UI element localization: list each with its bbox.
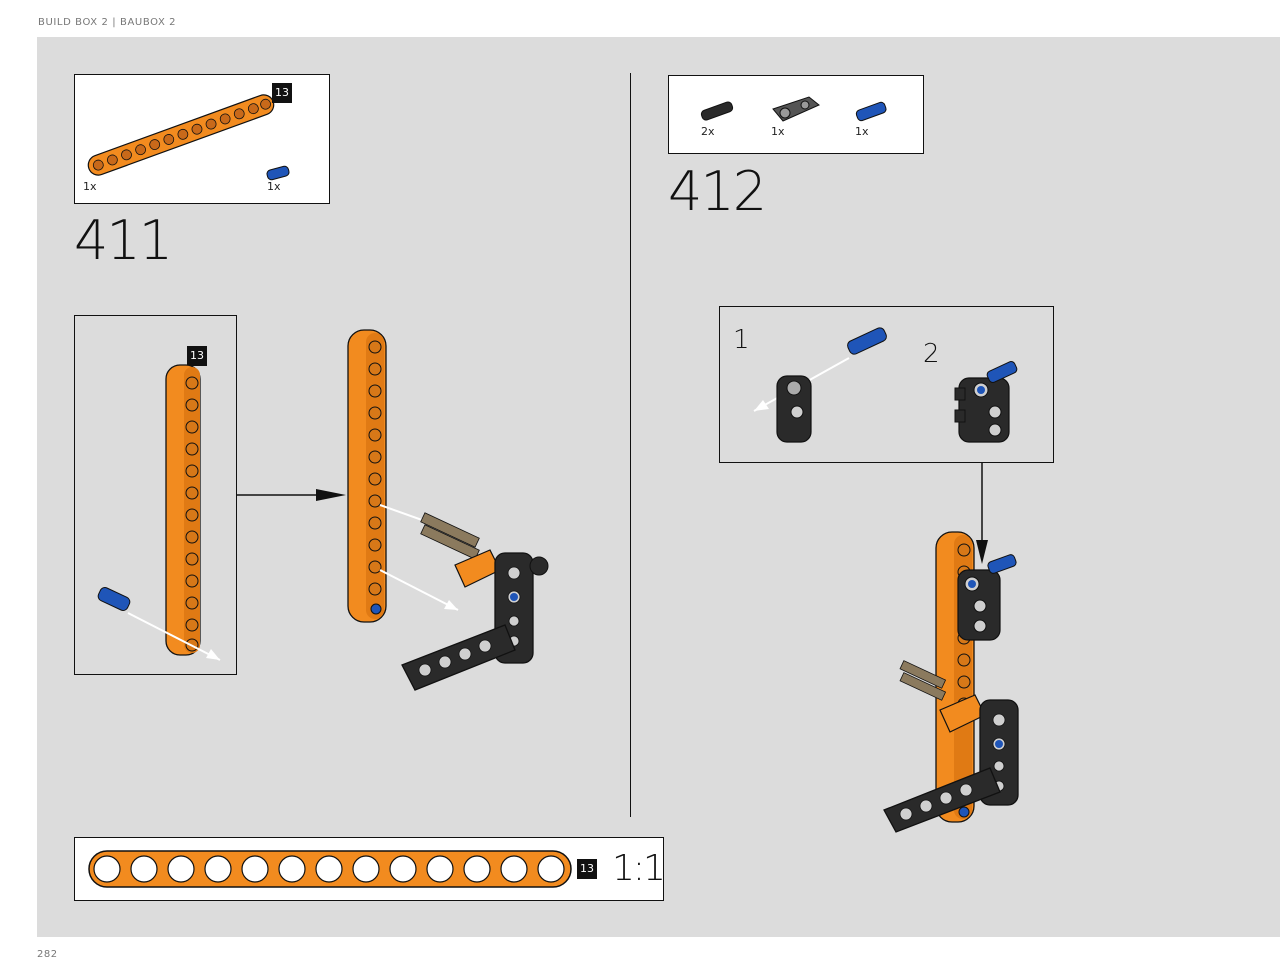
scale-label: 1:1 — [612, 848, 666, 889]
black-pin-part-icon — [700, 101, 734, 121]
substep-2-label: 2 — [923, 339, 940, 369]
step-divider — [630, 73, 631, 817]
connector-qty: 1x — [771, 125, 785, 138]
step-412-callout-illustration — [753, 327, 1018, 443]
step-412-model-illustration — [883, 531, 1019, 833]
step-412-parts-box: 2x 1x 1x — [668, 75, 924, 154]
black-pin-qty: 2x — [701, 125, 715, 138]
orange-beam-part-icon — [87, 94, 275, 176]
step-411-parts-box: 13 1x 1x — [74, 74, 330, 204]
pin-qty: 1x — [267, 180, 281, 193]
step-number-412: 412 — [668, 160, 767, 223]
page-number: 282 — [37, 949, 58, 960]
ruler-length-badge: 13 — [577, 859, 597, 879]
callout-beam-illustration — [97, 364, 221, 661]
step-number-411: 411 — [74, 209, 173, 272]
header-text: BUILD BOX 2 | BAUBOX 2 — [38, 17, 177, 28]
beam-ruler-illustration — [88, 850, 572, 888]
step-411-model-illustration — [347, 329, 549, 691]
blue-pin-part-icon — [266, 165, 290, 181]
connector-part-icon — [772, 96, 820, 122]
blue-pin-qty-412: 1x — [855, 125, 869, 138]
substep-1-label: 1 — [733, 325, 750, 355]
callout-arrow — [236, 489, 346, 501]
scale-ruler-box: 13 1:1 — [74, 837, 666, 901]
callout-down-arrow — [976, 462, 988, 564]
callout-beam-badge: 13 — [187, 346, 207, 366]
blue-pin-part-icon-412 — [855, 101, 887, 122]
beam-length-badge: 13 — [272, 83, 292, 103]
step-412-subassembly-callout: 1 2 — [719, 306, 1054, 463]
beam-qty: 1x — [83, 180, 97, 193]
